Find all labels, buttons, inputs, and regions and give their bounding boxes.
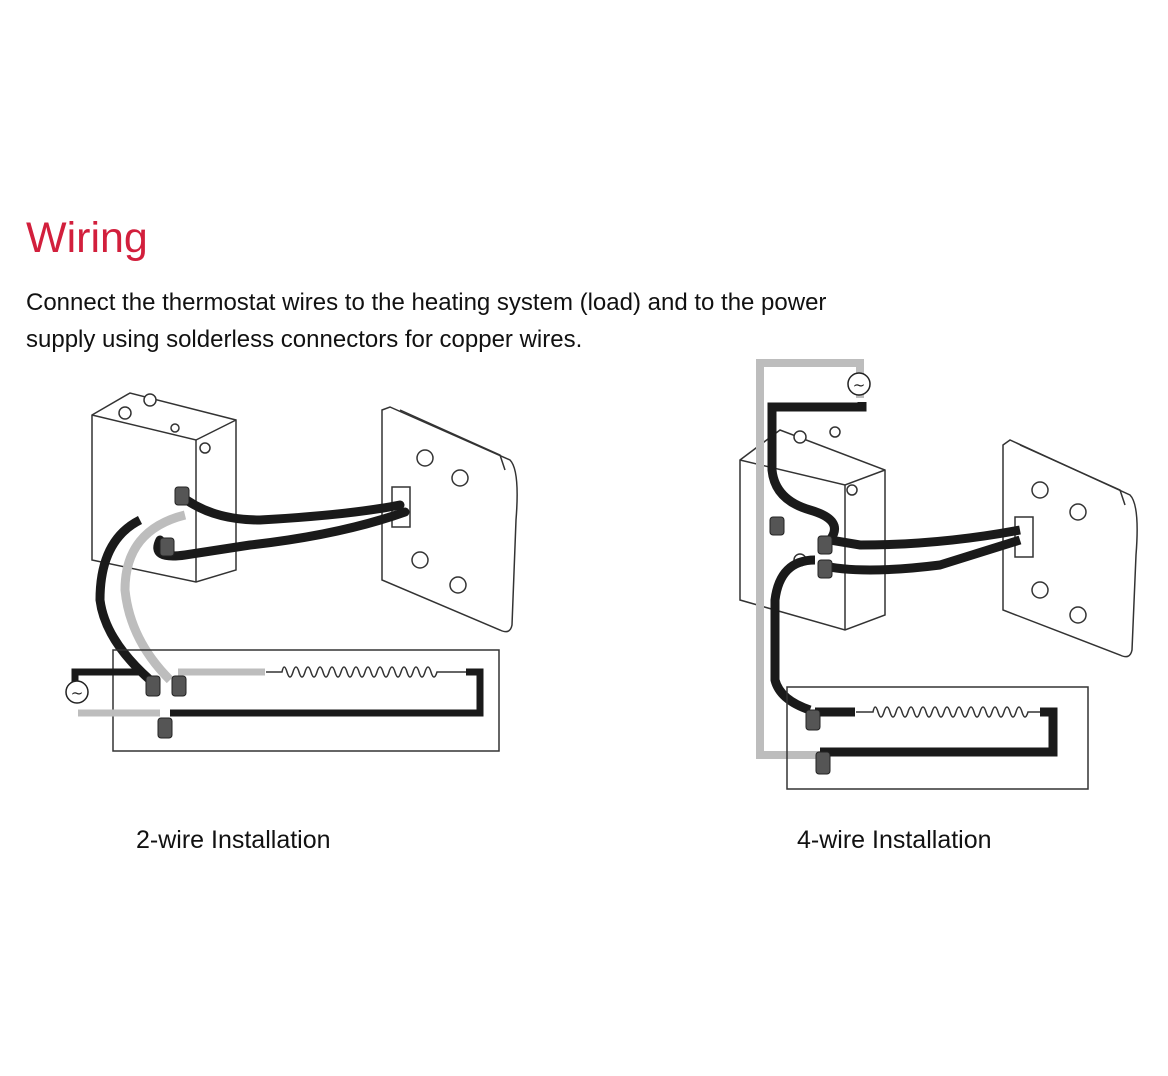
connector-nuts: [145, 486, 190, 739]
power-symbol: ~: [853, 376, 866, 394]
description-line-1: Connect the thermostat wires to the heat…: [26, 289, 827, 316]
description-line-2: supply using solderless connectors for c…: [26, 326, 583, 353]
caption-2-wire: 2-wire Installation: [136, 826, 331, 854]
heating-element-coil: [856, 706, 1040, 718]
heater-box: [112, 649, 500, 752]
power-symbol: ~: [71, 684, 84, 702]
power-source-icon: ~: [65, 680, 89, 704]
section-description: Connect the thermostat wires to the heat…: [26, 284, 1026, 358]
heating-element-coil: [266, 666, 466, 678]
connector-nuts: [769, 516, 833, 775]
heater-box: [786, 686, 1089, 790]
junction-box: [91, 392, 237, 583]
supply-wires: [95, 510, 187, 684]
caption-4-wire: 4-wire Installation: [797, 826, 992, 854]
section-title: Wiring: [26, 214, 148, 262]
thermostat-back: [1002, 439, 1138, 658]
power-source-icon: ~: [847, 372, 871, 396]
